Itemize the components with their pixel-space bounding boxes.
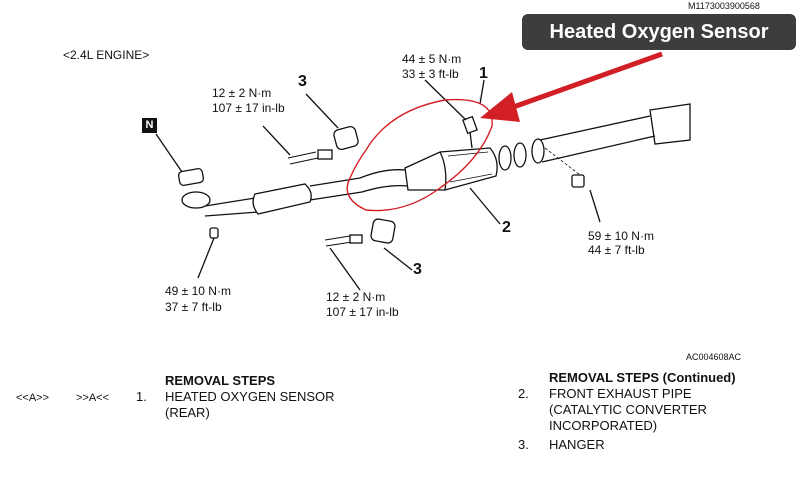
- upper-hanger: [333, 125, 359, 151]
- step-number: 1.: [136, 389, 147, 404]
- middle-pipe: [309, 177, 363, 201]
- heated-oxygen-sensor-callout: Heated Oxygen Sensor: [522, 14, 796, 50]
- ref-label: <<A>>: [16, 392, 50, 404]
- step-text: HANGER: [549, 437, 605, 452]
- rear-muffler: [649, 103, 691, 145]
- view-box-label: N: [142, 118, 157, 133]
- part-number-1: 1: [479, 65, 488, 82]
- front-hanger: [177, 168, 205, 186]
- torque-spec-imperial: 33 ± 3 ft-lb: [402, 67, 459, 81]
- removal-steps-continued-title: REMOVAL STEPS (Continued): [549, 370, 736, 385]
- torque-spec-nm: 59 ± 10 N·m: [588, 229, 654, 243]
- sensor-boss: [462, 115, 478, 135]
- torque-spec-nm: 12 ± 2 N·m: [212, 86, 272, 100]
- part-number-2: 2: [502, 219, 511, 236]
- torque-spec-nm: 12 ± 2 N·m: [326, 290, 386, 304]
- torque-spec-imperial: 107 ± 17 in-lb: [326, 305, 399, 319]
- step-text: (REAR): [165, 405, 210, 420]
- red-arrow-shaft: [504, 51, 663, 113]
- torque-spec-nm: 44 ± 5 N·m: [402, 52, 462, 66]
- lower-hanger: [370, 218, 396, 244]
- catalytic-converter: [404, 147, 498, 191]
- torque-spec-nm: 49 ± 10 N·m: [165, 284, 231, 298]
- rear-joint: [498, 145, 512, 171]
- step-number: 3.: [518, 437, 529, 452]
- pipe-bend: [359, 169, 409, 193]
- red-arrow-head: [480, 92, 520, 122]
- engine-label: <2.4L ENGINE>: [63, 48, 150, 62]
- ref-label: >>A<<: [76, 392, 110, 404]
- step-text: INCORPORATED): [549, 418, 658, 433]
- doc-id: M1173003900568: [688, 1, 760, 11]
- front-flange: [181, 191, 211, 209]
- torque-spec-imperial: 107 ± 17 in-lb: [212, 101, 285, 115]
- front-pipe: [204, 197, 259, 217]
- removal-steps-title: REMOVAL STEPS: [165, 373, 276, 388]
- figure-id: AC004608AC: [686, 352, 742, 362]
- step-text: FRONT EXHAUST PIPE: [549, 386, 692, 401]
- step-text: HEATED OXYGEN SENSOR: [165, 389, 335, 404]
- main-pipe: [539, 115, 656, 163]
- step-text: (CATALYTIC CONVERTER: [549, 402, 707, 417]
- torque-spec-imperial: 37 ± 7 ft-lb: [165, 300, 222, 314]
- part-number-3: 3: [413, 261, 422, 278]
- step-number: 2.: [518, 386, 529, 401]
- front-resonator: [252, 183, 312, 215]
- part-number-3: 3: [298, 73, 307, 90]
- red-highlight-circle: [346, 98, 493, 212]
- torque-spec-imperial: 44 ± 7 ft-lb: [588, 243, 645, 257]
